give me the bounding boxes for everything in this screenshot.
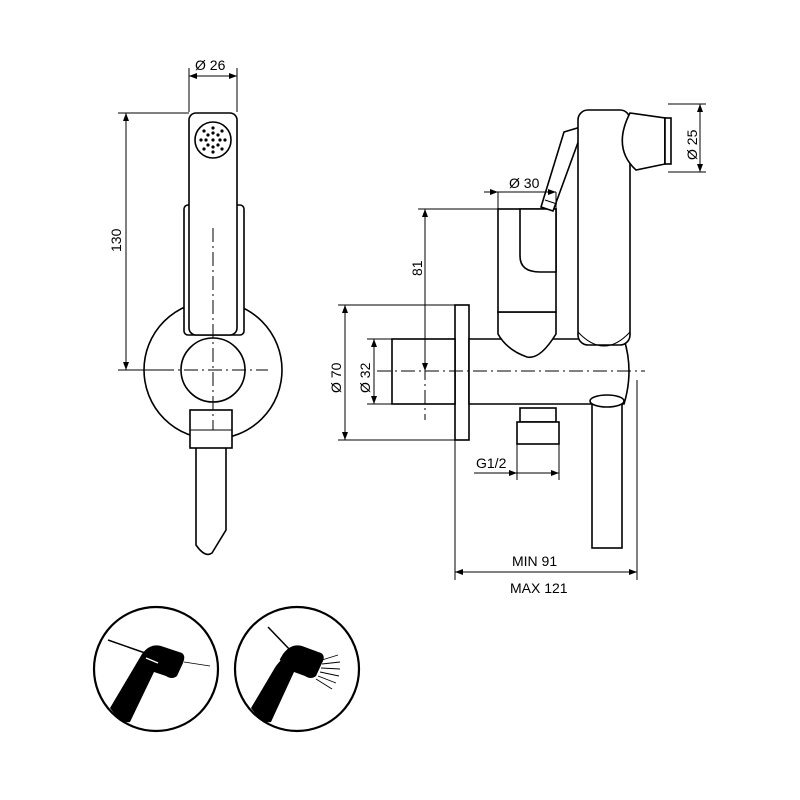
hose <box>195 429 227 556</box>
g12-connector <box>516 421 560 445</box>
min-length-label: MIN 91 <box>512 553 557 569</box>
front-view: Ø 26 130 <box>108 57 283 556</box>
head-diameter-label: Ø 25 <box>684 129 700 160</box>
spray-holes <box>199 126 227 154</box>
front-width-label: Ø 26 <box>195 57 226 73</box>
spray-off-icon <box>92 605 220 733</box>
valve-recess <box>519 208 557 273</box>
hose-outlet <box>591 399 623 549</box>
handset-side-body <box>577 109 631 346</box>
depth-label: 81 <box>409 260 425 276</box>
spray-head <box>621 112 666 171</box>
thread-label: G1/2 <box>476 455 507 471</box>
spray-face <box>664 117 672 165</box>
spray-lines <box>315 654 341 690</box>
hose-fitting <box>189 409 233 449</box>
valve-diameter-label: Ø 30 <box>509 175 540 191</box>
g12-connector-nut <box>519 407 557 423</box>
body-diameter-label: Ø 32 <box>357 362 373 393</box>
spray-on-icon <box>233 605 361 733</box>
plate-diameter-label: Ø 70 <box>328 362 344 393</box>
valve-collar <box>497 311 557 359</box>
wall-plate <box>454 304 470 441</box>
side-view: Ø 25 Ø 30 81 Ø 70 Ø 32 G1/2 <box>328 103 706 596</box>
max-length-label: MAX 121 <box>510 580 568 596</box>
spray-nozzle <box>194 121 232 159</box>
front-height-label: 130 <box>108 228 124 252</box>
